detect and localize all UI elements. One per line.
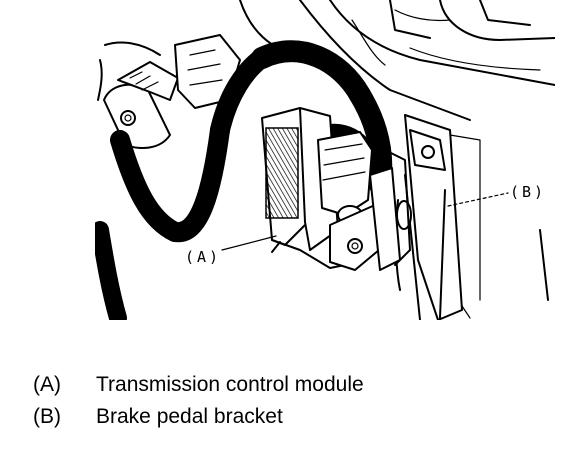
- leader-a: [221, 235, 277, 251]
- dashboard-outline: [239, 0, 555, 121]
- callout-a-label: (A): [185, 248, 221, 266]
- legend-text-b: Brake pedal bracket: [96, 405, 283, 428]
- tcm-body: [261, 107, 386, 271]
- legend: (A) Transmission control module (B) Brak…: [33, 373, 364, 428]
- legend-key-a: (A): [33, 373, 61, 396]
- callout-b-label: (B): [510, 183, 546, 201]
- side-panel-edge: [539, 229, 549, 301]
- legend-text-a: Transmission control module: [96, 373, 364, 396]
- callout-leaders: [221, 192, 509, 251]
- lower-edge-line: [461, 305, 471, 319]
- line-drawing: [95, 0, 555, 320]
- brake-pedal-bracket: [369, 114, 481, 320]
- leader-b: [447, 192, 509, 207]
- legend-key-b: (B): [33, 405, 61, 428]
